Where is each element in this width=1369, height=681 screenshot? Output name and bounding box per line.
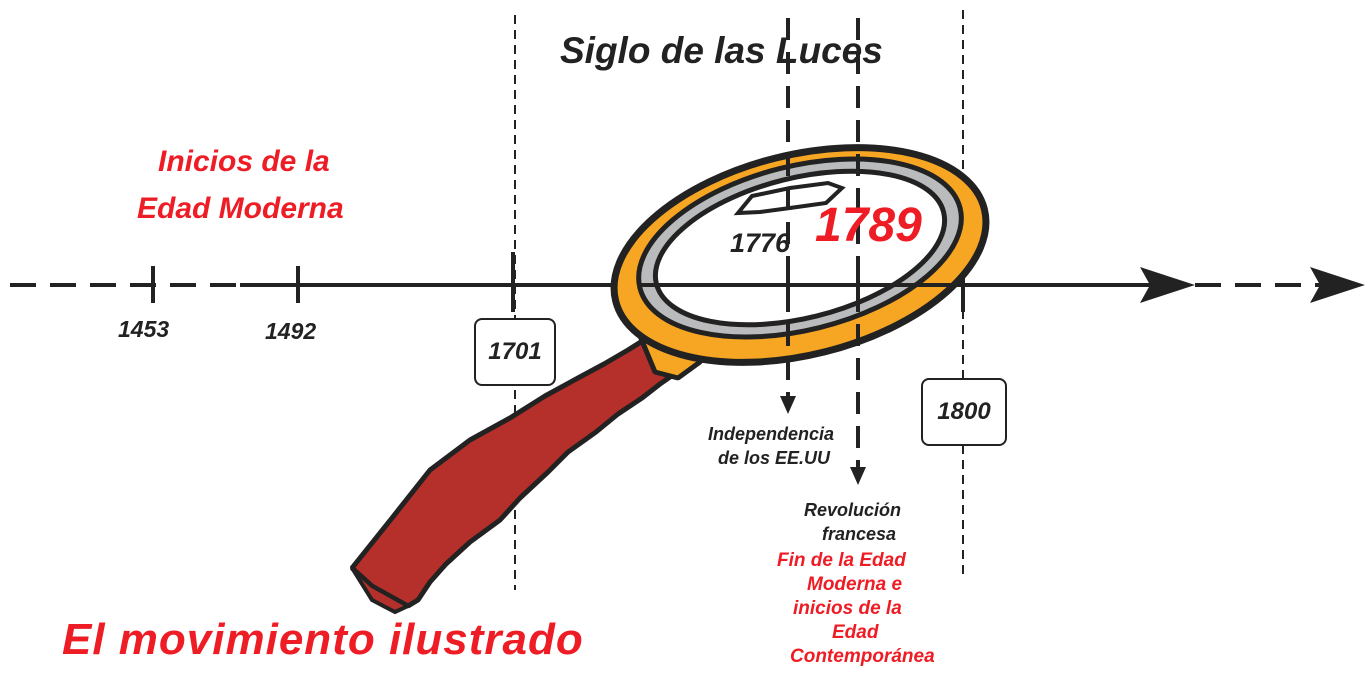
arrow-1776-head <box>780 396 796 414</box>
timeline-arrowhead <box>1140 267 1195 303</box>
start-era-label-line2: Edad Moderna <box>137 192 344 225</box>
year-1789-label: 1789 <box>815 199 922 252</box>
magnifier-handle <box>350 327 683 609</box>
magnifying-glass-icon <box>350 144 990 615</box>
year-1701-box: 1701 <box>474 318 556 386</box>
event-revolution-line1: Revolución <box>804 500 902 520</box>
event-era-change-line1: Fin de la Edad <box>777 550 906 571</box>
year-1776-label: 1776 <box>730 228 791 258</box>
magnifier-handle-tip <box>350 566 413 615</box>
year-1453-label: 1453 <box>118 316 170 342</box>
arrow-1789-head <box>850 467 866 485</box>
timeline-end-arrowhead <box>1310 267 1365 303</box>
event-revolution-line2: francesa <box>822 524 897 544</box>
page-title: El movimiento ilustrado <box>62 615 584 664</box>
event-era-change-line4: Edad <box>832 622 879 643</box>
start-era-label-line1: Inicios de la <box>158 145 330 178</box>
event-independence-line2: de los EE.UU <box>718 448 831 468</box>
event-independence-line1: Independencia <box>708 424 835 444</box>
year-1492-label: 1492 <box>265 318 317 344</box>
event-era-change-line2: Moderna e <box>807 574 903 595</box>
year-1800-box: 1800 <box>921 378 1007 446</box>
period-label: Siglo de las Luces <box>560 30 883 71</box>
event-era-change-line5: Contemporánea <box>790 646 935 667</box>
event-era-change-line3: inicios de la <box>793 598 902 619</box>
